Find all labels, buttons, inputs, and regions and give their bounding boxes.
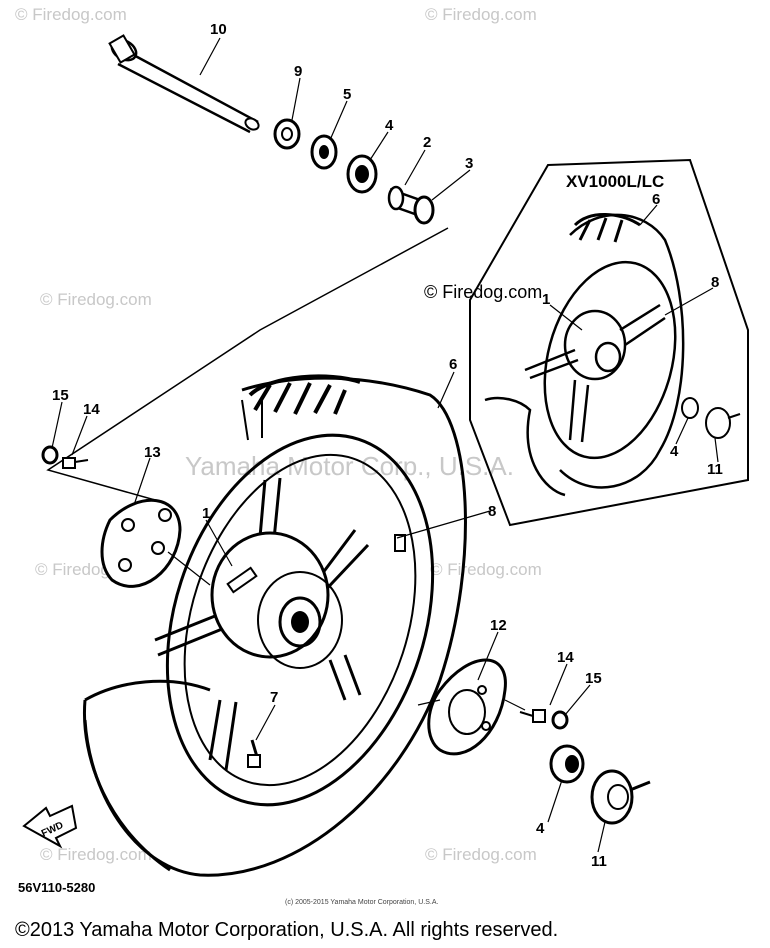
meter-gear-part <box>590 769 651 825</box>
oil-seal-part <box>310 134 338 170</box>
callout-number: 13 <box>144 444 161 461</box>
callout-number: 1 <box>542 291 550 308</box>
bearing-part <box>549 744 585 784</box>
callout-number: 11 <box>707 461 723 478</box>
variant-label: XV1000L/LC <box>566 172 664 191</box>
callout-number: 15 <box>52 387 69 404</box>
small-copyright: (c) 2005-2015 Yamaha Motor Corporation, … <box>285 899 438 906</box>
spacer-part <box>387 185 435 225</box>
callout-number: 3 <box>465 155 473 172</box>
callout-number: 5 <box>343 86 351 103</box>
brake-disc-part <box>100 498 211 588</box>
watermark-layer: © Firedog.com © Firedog.com © Firedog.co… <box>15 5 542 864</box>
bearing-part <box>346 154 378 194</box>
main-wheel-assembly <box>82 374 467 877</box>
callout-number: 4 <box>670 443 679 460</box>
callout-number: 15 <box>585 670 602 687</box>
watermark: © Firedog.com <box>424 282 542 302</box>
callout-layer: 10 9 5 4 2 3 6 15 14 13 1 8 7 12 14 15 4… <box>52 21 607 870</box>
watermark: © Firedog.com <box>430 560 542 579</box>
watermark: © Firedog.com <box>425 845 537 864</box>
inset-callout-layer: 6 1 8 4 11 <box>542 191 723 478</box>
watermark: © Firedog.com <box>425 5 537 24</box>
callout-number: 9 <box>294 63 302 80</box>
callout-number: 11 <box>591 853 607 870</box>
brake-disc-part <box>417 658 526 756</box>
callout-number: 8 <box>488 503 496 520</box>
callout-number: 14 <box>83 401 100 418</box>
callout-number: 8 <box>711 274 719 291</box>
callout-number: 2 <box>423 134 431 151</box>
callout-number: 14 <box>557 649 574 666</box>
figure-code: 56V110-5280 <box>18 880 95 895</box>
callout-number: 12 <box>490 617 507 634</box>
callout-number: 6 <box>449 356 457 373</box>
collar-part <box>273 118 301 150</box>
watermark: © Firedog.com <box>40 290 152 309</box>
watermark: Yamaha Motor Corp., U.S.A. <box>185 451 514 481</box>
bolt-part <box>519 709 569 730</box>
callout-number: 10 <box>210 21 227 38</box>
callout-number: 1 <box>202 505 210 522</box>
footer-copyright: ©2013 Yamaha Motor Corporation, U.S.A. A… <box>15 919 558 941</box>
callout-number: 6 <box>652 191 660 208</box>
callout-number: 4 <box>385 117 394 134</box>
forward-arrow-icon: FWD <box>22 804 78 849</box>
watermark: © Firedog.com <box>40 845 152 864</box>
axle-part <box>108 34 260 134</box>
bolt-part <box>41 445 89 469</box>
callout-number: 4 <box>536 820 545 837</box>
watermark: © Firedog.com <box>15 5 127 24</box>
callout-number: 7 <box>270 689 278 706</box>
